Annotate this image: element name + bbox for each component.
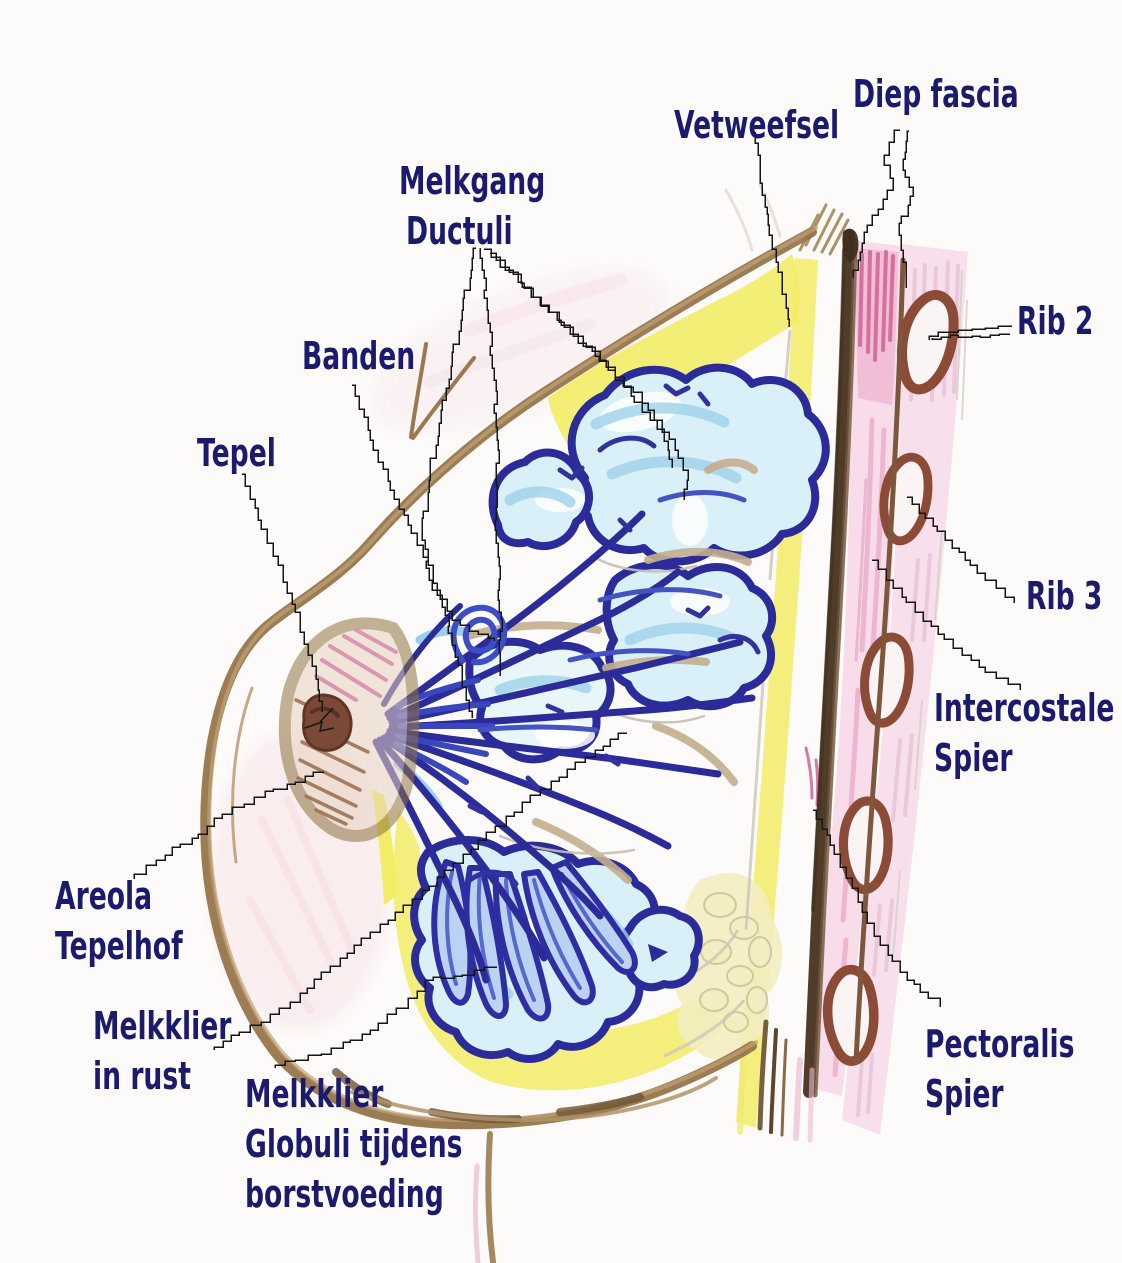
skin-upper-branch-left [409,342,428,439]
pectoralis-muscle-band [812,240,902,1096]
label-areola-tepelhof: Areola Tepelhof [55,874,183,968]
leader-rib2-a [928,325,1012,340]
label-vetweefsel: Vetweefsel [674,103,840,147]
lobule-tick-marks [467,383,761,887]
deep-fascia [737,203,906,1143]
leader-diep-fascia-b [898,130,914,288]
skin-inner-echo [231,686,254,864]
label-banden: Banden [302,334,416,378]
lobule-arrow-mark [648,944,668,962]
leader-diep-fascia-a [852,129,900,278]
leader-ductuli-v2 [421,247,495,641]
rib-5-ring [838,796,893,895]
nipple-shadow [310,706,340,718]
fascia-top-dark-blob [842,228,859,262]
nipple [302,693,353,752]
rib-2-ring [897,290,959,395]
tepel-arrow-glyph [304,707,335,732]
label-tepel: Tepel [197,431,276,475]
duct-loop-band [450,604,508,666]
fascia-thin-parallel-line [853,257,906,1065]
leader-areola [133,771,324,879]
areola-nipple [278,617,420,842]
mammary-gland [372,363,830,1063]
label-melkgang-ductuli: Melkgang Ductuli [399,159,546,253]
label-intercostale-spier: Intercostale Spier [934,686,1115,780]
label-melkklier-in-rust: Melkklier in rust [93,1004,232,1098]
leader-ductuli-d2 [490,252,673,468]
leader-vetweefsel [754,132,790,327]
label-melkklier-globuli: Melkklier Globuli tijdens borstvoeding [245,1072,463,1216]
leader-intercostale [872,559,1021,690]
leader-banden [352,384,473,718]
label-pectoralis-spier: Pectoralis Spier [925,1022,1075,1116]
leader-pectoralis [813,809,941,1007]
leader-in-rust [213,732,627,1050]
leader-tepel [242,473,323,712]
body-line-below [485,1131,496,1263]
body-line-pink [472,1163,481,1263]
leader-globuli [274,966,497,1068]
lobe-right-mid [602,561,777,711]
label-rib-3: Rib 3 [1026,574,1103,618]
leader-rib3 [907,496,1015,603]
chest-wall [804,240,968,1135]
inframammary-fold-line [350,1076,718,1122]
leader-lines [133,129,1021,1068]
fat-globule-cluster [674,873,783,1060]
leader-rib2-b [931,333,1010,340]
leader-ductuli-v1 [479,248,503,676]
intercostal-pencil-lines [892,269,968,961]
royal-duct-strokes [477,490,747,733]
label-diep-fascia: Diep fascia [853,72,1019,116]
leader-ductuli-d1 [484,248,689,500]
rib-4-ring [860,632,914,728]
label-rib-2: Rib 2 [1017,299,1094,343]
areola-pink-hatching [314,628,398,702]
fascia-bottom-tail [737,1019,815,1143]
breast-skin-outline [200,226,818,1263]
